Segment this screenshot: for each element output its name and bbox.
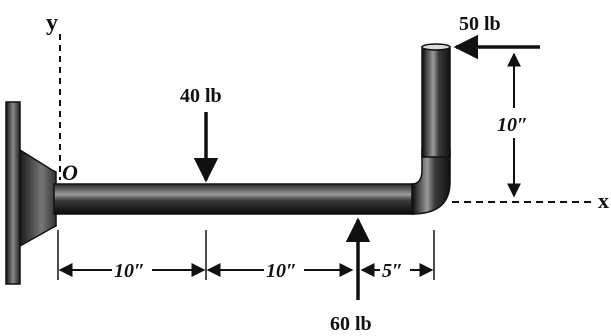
dim-seg1-label: 10″	[114, 260, 145, 282]
dim-seg3-gap	[380, 258, 410, 282]
force-label-top: 50 lb	[459, 13, 501, 35]
force-label-middle: 40 lb	[180, 85, 222, 107]
pipe-top-end	[421, 43, 451, 51]
force-label-bottom: 60 lb	[330, 313, 372, 335]
y-axis-label: y	[46, 10, 58, 36]
dim-vertical-label: 10″	[497, 114, 528, 136]
dim-seg1-gap	[112, 258, 152, 282]
pipe-horizontal	[53, 183, 415, 215]
dim-vertical-gap	[500, 108, 530, 138]
pipe-vertical	[421, 46, 451, 158]
flange	[19, 148, 57, 248]
x-axis-label: x	[598, 188, 609, 213]
dim-seg2-label: 10″	[266, 260, 297, 282]
pipe-elbow	[411, 149, 451, 215]
wall	[5, 101, 21, 285]
origin-label: O	[62, 160, 78, 185]
dim-seg3-label: 5″	[382, 260, 403, 282]
dim-seg2-gap	[264, 258, 304, 282]
